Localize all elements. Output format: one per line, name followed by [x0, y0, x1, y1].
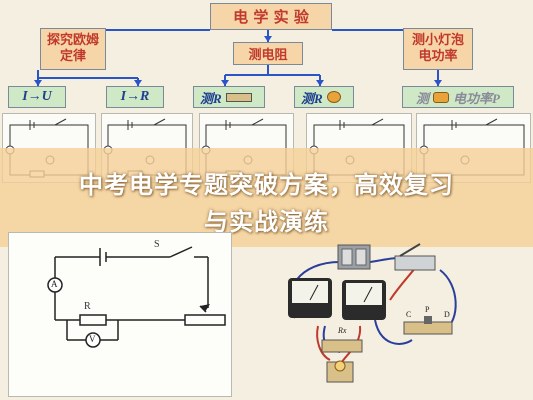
banner-title-line-2: 与实战演练	[204, 208, 329, 236]
apparatus-label-rx: Rx	[338, 326, 347, 335]
title-banner	[0, 148, 533, 247]
branch-measure-resistance: 测电阻	[233, 42, 303, 65]
schematic-label-resistor: R	[84, 301, 91, 312]
branch-ohms-law: 探究欧姆定律	[40, 28, 106, 70]
method-measure-power-prefix: 测	[416, 90, 430, 106]
branch-measure-resistance-label: 测电阻	[248, 48, 288, 63]
apparatus-label-d: D	[444, 310, 450, 319]
branch-ohms-law-label: 探究欧姆定律	[46, 33, 99, 64]
method-measure-r-fixed-label: 测R	[200, 90, 222, 106]
method-measure-power-suffix: 电功率P	[453, 90, 500, 106]
method-measure-r-fixed: 测R	[193, 86, 265, 108]
method-measure-r-bulb: 测R	[294, 86, 354, 108]
banner-title-line-1: 中考电学专题突破方案，高效复习	[79, 171, 454, 199]
branch-lamp-power-label: 测小灯泡电功率	[411, 33, 464, 64]
apparatus-label-c: C	[406, 310, 412, 319]
schematic-label-voltmeter: V	[89, 334, 96, 344]
method-measure-power: 测 电功率P	[402, 86, 514, 108]
lamp-icon	[433, 91, 450, 103]
method-i-r-label: I→R	[120, 89, 150, 104]
schematic-label-ammeter: A	[51, 279, 58, 289]
schematic-label-switch: S	[154, 239, 160, 250]
method-measure-r-bulb-label: 测R	[301, 90, 323, 106]
apparatus-label-p: P	[425, 305, 430, 314]
resistor-icon	[225, 92, 252, 102]
branch-lamp-power: 测小灯泡电功率	[403, 28, 473, 70]
method-i-u: I→U	[8, 86, 66, 108]
lamp-icon	[326, 91, 341, 103]
method-i-r: I→R	[106, 86, 164, 108]
root-node-label: 电 学 实 验	[233, 8, 309, 26]
method-i-u-label: I→U	[22, 89, 52, 104]
root-node-electrical-experiments: 电 学 实 验	[210, 3, 332, 30]
